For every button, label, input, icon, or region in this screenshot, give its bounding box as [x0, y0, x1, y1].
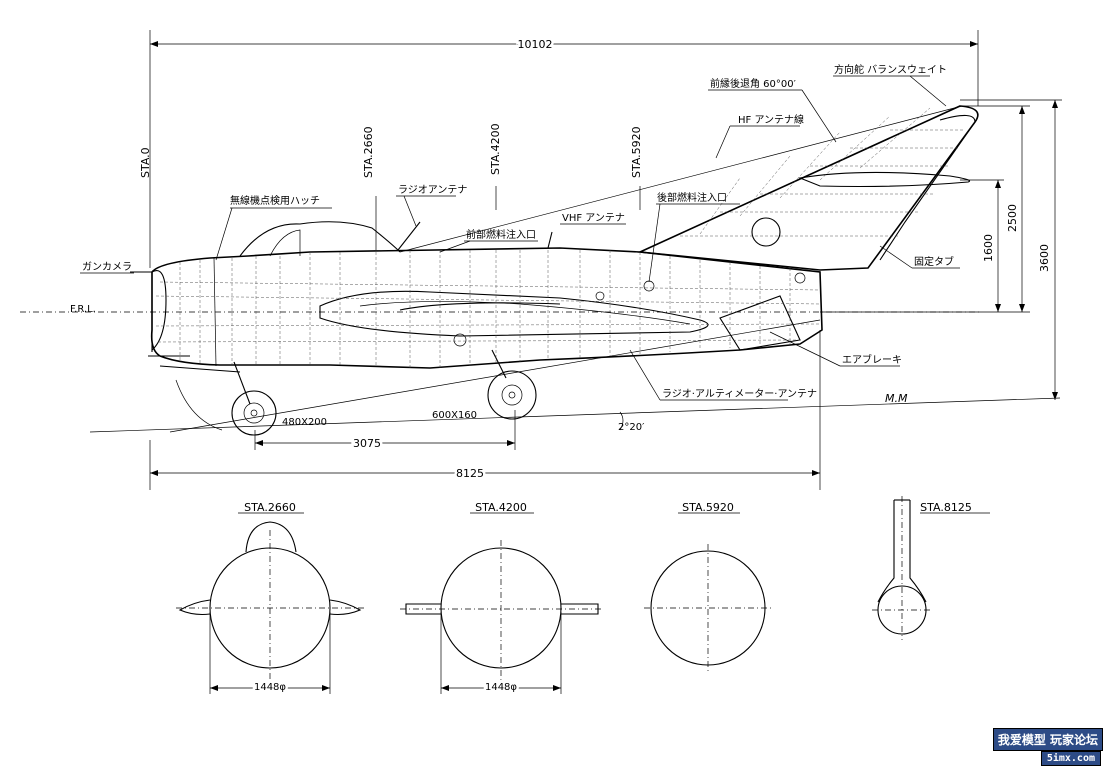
- ground-line: [89, 397, 1061, 433]
- callout-front-fuel: 前部燃料注入口: [466, 228, 536, 241]
- sta0-label: STA.0: [139, 147, 152, 178]
- watermark-forum-name: 我爱模型 玩家论坛: [992, 728, 1103, 751]
- section-sta8125: STA.8125: [872, 496, 990, 640]
- sta5920-label: STA.5920: [630, 126, 643, 178]
- callout-rudder-balance: 方向舵 バランスウェイト: [834, 63, 947, 76]
- callout-sweep: 前縁後退角 60°00′: [710, 77, 797, 90]
- callouts: 前縁後退角 60°00′ 方向舵 バランスウェイト HF アンテナ線 ラジオアン…: [80, 63, 960, 428]
- mean-chord-label: M.M: [885, 392, 908, 405]
- height-tail-label: 2500: [1006, 204, 1019, 232]
- svg-text:3075: 3075: [353, 437, 381, 450]
- callout-vhf-antenna: VHF アンテナ: [562, 212, 625, 224]
- ground-angle-arc: [619, 411, 624, 431]
- section-sta2660: STA.2660 1448φ: [176, 501, 364, 696]
- callout-rear-fuel: 後部燃料注入口: [657, 191, 727, 204]
- main-tire-label: 600X160: [432, 410, 477, 421]
- callout-fixed-tab: 固定タブ: [914, 255, 954, 268]
- height-total-label: 3600: [1038, 244, 1051, 272]
- callout-hf-antenna: HF アンテナ線: [738, 113, 804, 126]
- svg-text:STA.4200: STA.4200: [475, 501, 527, 514]
- svg-text:STA.5920: STA.5920: [682, 501, 734, 514]
- section-sta5920: STA.5920: [644, 501, 772, 672]
- dimension-wheelbase: 3075: [254, 410, 516, 453]
- callout-gun-camera: ガンカメラ: [82, 261, 132, 273]
- tail-scrape-line: [169, 319, 821, 433]
- height-frl-label: 1600: [982, 234, 995, 262]
- aircraft-side-view: [130, 105, 979, 436]
- callout-radio-antenna: ラジオアンテナ: [398, 184, 467, 196]
- dimension-overall-length: 10102: [149, 30, 979, 268]
- svg-text:STA.2660: STA.2660: [244, 501, 296, 514]
- callout-radio-altimeter: ラジオ·アルティメーター·アンテナ: [662, 388, 817, 400]
- svg-text:1448φ: 1448φ: [254, 682, 286, 693]
- sta2660-label: STA.2660: [362, 126, 375, 178]
- svg-text:1448φ: 1448φ: [485, 682, 517, 693]
- ground-angle-label: 2°20′: [618, 422, 645, 433]
- watermark-site: 5imx.com: [1040, 751, 1101, 766]
- frl-label: F.R.L.: [70, 304, 96, 315]
- callout-air-brake: エアブレーキ: [842, 353, 902, 366]
- watermark-logo: 我爱模型 玩家论坛 5imx.com: [985, 728, 1103, 766]
- overall-length-label: 10102: [518, 38, 553, 51]
- svg-text:STA.8125: STA.8125: [920, 501, 972, 514]
- section-sta4200: STA.4200 1448φ: [400, 501, 604, 696]
- svg-text:8125: 8125: [456, 467, 484, 480]
- sta4200-label: STA.4200: [489, 123, 502, 175]
- callout-wireless-hatch: 無線機点検用ハッチ: [230, 194, 320, 207]
- panel-grid: [155, 107, 965, 368]
- nose-tire-label: 480X200: [282, 417, 327, 428]
